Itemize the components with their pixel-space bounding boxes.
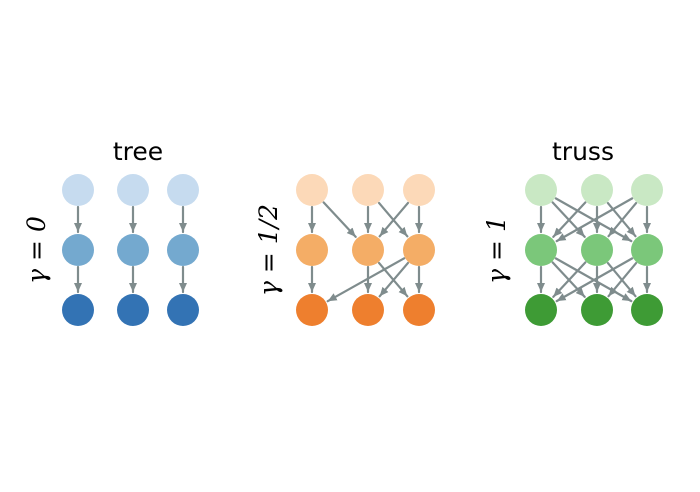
edge-arrow	[555, 197, 634, 243]
graph-node	[631, 294, 663, 326]
graph-node	[296, 294, 328, 326]
edge-arrow	[378, 261, 410, 298]
nodes-tree	[62, 174, 199, 326]
graph-node	[352, 294, 384, 326]
graph-node	[117, 294, 149, 326]
edges-tree	[74, 205, 187, 294]
graph-node	[167, 294, 199, 326]
graph-node	[403, 174, 435, 206]
edges-truss	[537, 197, 651, 303]
gamma-label-half: γ = 1/2	[254, 204, 283, 296]
panel-truss: truss γ = 1	[482, 137, 663, 326]
graph-node	[296, 174, 328, 206]
graph-node	[167, 234, 199, 266]
graph-node	[581, 234, 613, 266]
graph-node	[525, 234, 557, 266]
edge-arrow	[607, 261, 638, 298]
edge-arrow	[378, 201, 410, 238]
panel-tree: tree γ = 0	[22, 137, 199, 326]
graph-node	[581, 294, 613, 326]
graph-node	[62, 234, 94, 266]
graph-node	[62, 294, 94, 326]
graph-node	[117, 174, 149, 206]
graph-node	[581, 174, 613, 206]
graph-node	[296, 234, 328, 266]
graph-node	[525, 174, 557, 206]
edges-half	[308, 201, 423, 303]
edge-arrow	[552, 261, 587, 298]
nodes-half	[296, 174, 435, 326]
graph-node	[631, 174, 663, 206]
graph-node	[352, 234, 384, 266]
graph-node	[403, 294, 435, 326]
panel-title-truss: truss	[552, 137, 614, 166]
graph-node	[117, 234, 149, 266]
gamma-label-tree: γ = 0	[22, 216, 51, 284]
graph-node	[167, 174, 199, 206]
edge-arrow	[555, 257, 634, 303]
panel-title-tree: tree	[113, 137, 163, 166]
gamma-label-truss: γ = 1	[482, 216, 511, 284]
edge-arrow	[322, 201, 357, 238]
panel-half: γ = 1/2	[254, 174, 435, 326]
edge-arrow	[552, 201, 587, 238]
graph-node	[62, 174, 94, 206]
edge-arrow	[607, 201, 638, 238]
nodes-truss	[525, 174, 663, 326]
graph-node	[403, 234, 435, 266]
graph-node	[352, 174, 384, 206]
graph-node	[525, 294, 557, 326]
graph-node	[631, 234, 663, 266]
edge-arrow	[326, 257, 406, 303]
